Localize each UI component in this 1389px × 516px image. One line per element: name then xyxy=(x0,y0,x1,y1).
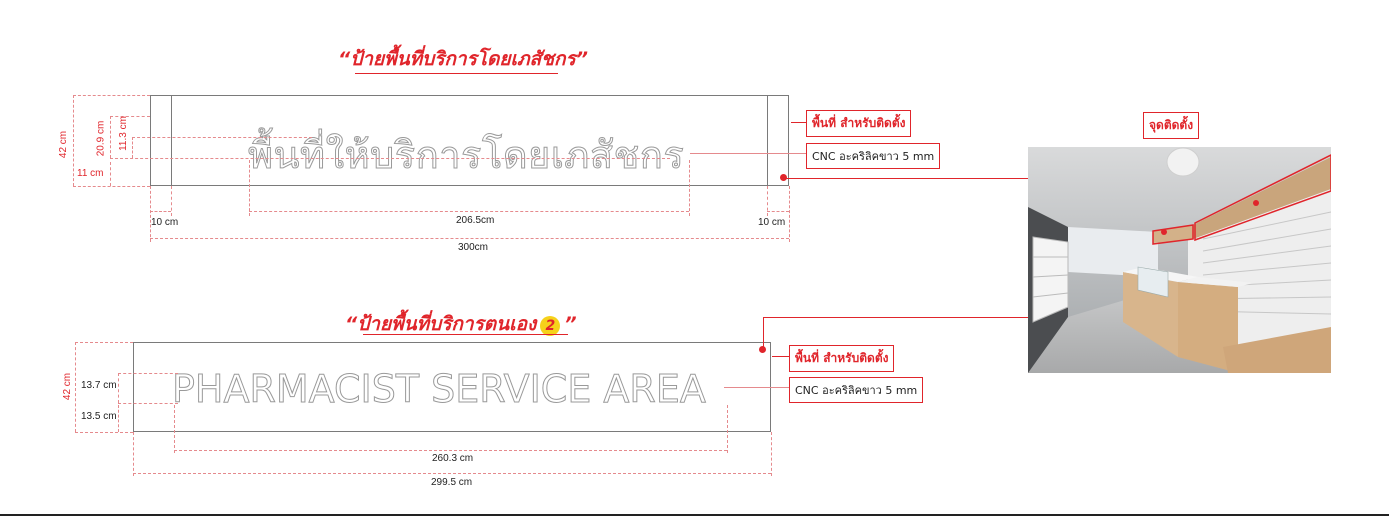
sign1-title-underline xyxy=(355,73,558,74)
sign2-area-leader xyxy=(772,356,789,357)
sign1-height-dim-line xyxy=(73,95,74,186)
sign2-title-close-quote: ” xyxy=(564,313,577,335)
install-photo-illustration xyxy=(1028,147,1331,373)
sign1-left-margin-line xyxy=(171,95,172,186)
sign1-inner-height-line xyxy=(132,137,133,158)
sign2-title-open-quote: “ xyxy=(345,313,358,335)
sign2-install-leader-v xyxy=(763,317,764,350)
sign2-title-text: ป้ายพื้นที่บริการตนเอง xyxy=(357,313,537,335)
sign1-panel xyxy=(150,95,789,186)
sign1-material-callout: CNC อะคริลิคขาว 5 mm xyxy=(806,143,941,169)
sign2-material-callout: CNC อะคริลิคขาว 5 mm xyxy=(789,377,924,403)
sign1-dim-bottom-ext xyxy=(73,186,150,187)
sign1-left-margin-dim xyxy=(150,211,171,212)
sign2-install-dot xyxy=(759,346,766,353)
sign1-text-top-ext xyxy=(110,116,150,117)
sign2-text-right-ext xyxy=(727,405,728,453)
sign1-left-margin-label: 10 cm xyxy=(151,217,179,228)
sign1-title: “ป้ายพื้นที่บริการโดยเภสัชกร” xyxy=(338,44,588,74)
sign2-text-height-line xyxy=(118,373,119,403)
sign2-text-width-label: 260.3 cm xyxy=(432,453,474,464)
sign1-material-leader xyxy=(690,153,806,154)
sign1-title-open-quote: “ xyxy=(338,48,351,70)
install-location-photo xyxy=(1028,147,1331,373)
sign2-dim-bottom-ext xyxy=(75,432,133,433)
sign1-bottom-margin-line xyxy=(110,162,111,186)
sign2-text-top-ext xyxy=(118,373,178,374)
sign2-sign-text: PHARMACIST SERVICE AREA xyxy=(172,367,707,412)
sign1-right-ext xyxy=(789,186,790,242)
sign1-inner-height-label: 11.3 cm xyxy=(117,116,129,151)
sign1-right-margin-label: 10 cm xyxy=(758,217,786,228)
sign2-dim-top-ext xyxy=(75,342,133,343)
sign1-text-height-line xyxy=(110,116,111,158)
sign2-bottom-margin-line xyxy=(118,405,119,432)
sign1-text-width-label: 206.5cm xyxy=(456,215,495,226)
sign1-sign-text: พื้นที่ให้บริการโดยเภสัชกร xyxy=(247,133,685,178)
sign1-area-callout: พื้นที่ สำหรับติดตั้ง xyxy=(806,110,912,137)
sign2-height-dim-line xyxy=(75,342,76,432)
sign2-total-height-label: 42 cm xyxy=(62,372,74,401)
sign2-install-leader-h xyxy=(763,317,1033,318)
page-bottom-rule xyxy=(0,514,1389,516)
sign1-title-text: ป้ายพื้นที่บริการโดยเภสัชกร xyxy=(350,48,576,70)
sign2-panel xyxy=(133,342,771,432)
sign1-text-right-ext xyxy=(689,160,690,216)
sign2-text-width-dim xyxy=(174,450,727,451)
sign1-left-margin-ext xyxy=(171,186,172,216)
sign1-total-height-label: 42 cm xyxy=(58,130,70,159)
sign1-area-leader xyxy=(791,122,806,123)
sign2-bottom-margin-label: 13.5 cm xyxy=(81,411,117,422)
sign1-inner-top-ext xyxy=(132,137,312,138)
sign1-title-close-quote: ” xyxy=(575,48,588,70)
sign2-number-badge: 2 xyxy=(540,316,561,336)
sign1-right-margin-dim xyxy=(767,211,789,212)
sign1-total-width-dim xyxy=(150,238,789,239)
sign1-right-margin-line xyxy=(767,95,768,186)
sign1-right-margin-ext xyxy=(767,186,768,216)
sign2-right-ext xyxy=(771,432,772,476)
sign2-text-left-ext xyxy=(174,405,175,453)
sign1-text-left-ext xyxy=(249,160,250,216)
sign1-text-height-label: 20.9 cm xyxy=(95,120,107,157)
sign2-total-width-label: 299.5 cm xyxy=(431,477,473,488)
sign1-dim-top-ext xyxy=(73,95,150,96)
sign2-text-bottom-ext xyxy=(118,403,178,404)
sign2-text-height-label: 13.7 cm xyxy=(81,380,117,391)
sign2-material-leader xyxy=(724,387,789,388)
sign1-left-ext xyxy=(150,186,151,242)
sign1-bottom-margin-label: 11 cm xyxy=(77,168,104,179)
sign1-text-bottom-ext xyxy=(110,158,670,159)
sign1-install-dot xyxy=(780,174,787,181)
sign2-area-callout: พื้นที่ สำหรับติดตั้ง xyxy=(789,345,895,372)
install-label: จุดติดตั้ง xyxy=(1143,112,1200,139)
sign2-total-width-dim xyxy=(133,473,771,474)
sign1-total-width-label: 300cm xyxy=(458,242,489,253)
sign2-title-underline xyxy=(363,334,568,335)
sign2-left-ext xyxy=(133,432,134,476)
sign1-text-width-dim xyxy=(249,211,689,212)
sign1-install-leader-h xyxy=(784,178,1164,179)
